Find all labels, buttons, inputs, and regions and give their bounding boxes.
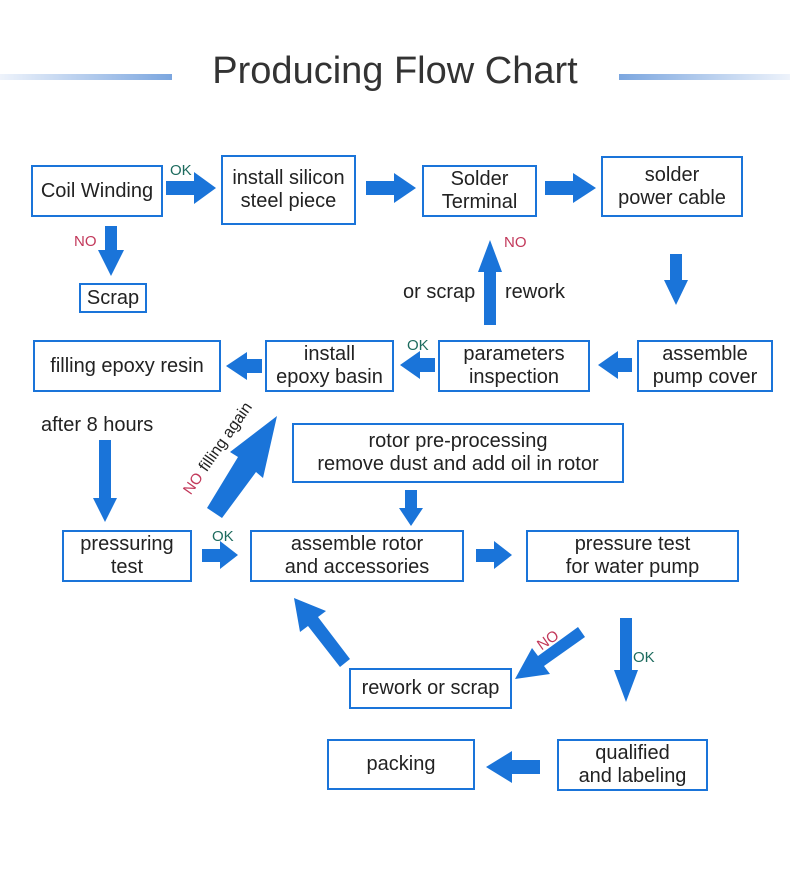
title-decoration-left — [0, 74, 172, 80]
arrow-diagonal-down-left-icon — [515, 627, 585, 679]
arrow-down-icon — [98, 226, 124, 276]
node-rework-or-scrap: rework or scrap — [349, 668, 512, 709]
node-parameters-inspection: parameters inspection — [438, 340, 590, 392]
arrow-left-icon — [226, 352, 262, 380]
arrow-down-icon — [664, 254, 688, 305]
no-label: NO — [74, 233, 97, 250]
arrow-diagonal-up-right-icon — [207, 416, 277, 518]
arrow-right-icon — [166, 172, 216, 204]
node-rotor-preprocessing: rotor pre-processing remove dust and add… — [292, 423, 624, 483]
node-solder-power-cable: solder power cable — [601, 156, 743, 217]
arrow-down-icon — [614, 618, 638, 702]
arrow-up-icon — [478, 240, 502, 325]
or-scrap-label: or scrap — [403, 281, 476, 303]
node-coil-winding: Coil Winding — [31, 165, 163, 217]
node-install-epoxy-basin: install epoxy basin — [265, 340, 394, 392]
after-8-hours-label: after 8 hours — [41, 414, 154, 436]
arrow-right-icon — [476, 541, 512, 569]
node-install-silicon-steel: install silicon steel piece — [221, 155, 356, 225]
page-title: Producing Flow Chart — [212, 50, 578, 92]
arrow-left-icon — [400, 351, 435, 379]
rework-label: rework — [505, 281, 566, 303]
arrow-left-icon — [486, 751, 540, 783]
arrow-right-icon — [202, 541, 238, 569]
arrow-diagonal-up-left-icon — [294, 598, 350, 667]
ok-label: OK — [633, 649, 655, 666]
ok-label: OK — [407, 337, 429, 354]
arrow-right-icon — [366, 173, 416, 203]
arrow-down-icon — [399, 490, 423, 526]
node-assemble-pump-cover: assemble pump cover — [637, 340, 773, 392]
node-scrap: Scrap — [79, 283, 147, 313]
node-packing: packing — [327, 739, 475, 790]
ok-label: OK — [212, 528, 234, 545]
node-filling-epoxy-resin: filling epoxy resin — [33, 340, 221, 392]
no-label: NO — [504, 234, 527, 251]
node-pressuring-test: pressuring test — [62, 530, 192, 582]
node-qualified-labeling: qualified and labeling — [557, 739, 708, 791]
ok-label: OK — [170, 162, 192, 179]
title-decoration-right — [619, 74, 790, 80]
arrow-down-icon — [93, 440, 117, 522]
arrow-right-icon — [545, 173, 596, 203]
node-pressure-test-pump: pressure test for water pump — [526, 530, 739, 582]
node-solder-terminal: Solder Terminal — [422, 165, 537, 217]
arrow-left-icon — [598, 351, 632, 379]
node-assemble-rotor: assemble rotor and accessories — [250, 530, 464, 582]
